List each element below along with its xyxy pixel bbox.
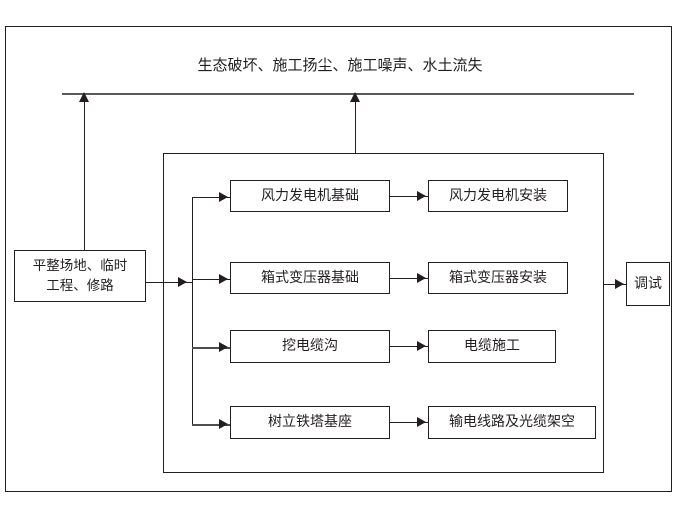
node-transformer-installation-label: 箱式变压器安装 <box>449 269 547 286</box>
arrowhead-cable-trench-to-cable-work <box>417 341 426 351</box>
arrowhead-tower-base-to-line-overhead <box>417 417 426 427</box>
node-commissioning[interactable]: 调试 <box>626 262 670 306</box>
arrowhead-transformer-foundation-to-install <box>417 273 426 283</box>
construction-activities-frame <box>163 153 604 473</box>
arrowhead-siteprep-to-impact <box>79 92 89 102</box>
node-wind-turbine-foundation-label: 风力发电机基础 <box>261 187 359 204</box>
node-tower-base-label: 树立铁塔基座 <box>268 414 352 430</box>
node-tower-base[interactable]: 树立铁塔基座 <box>230 406 390 439</box>
node-wind-turbine-installation[interactable]: 风力发电机安装 <box>428 180 568 212</box>
connector-bus-to-wt-foundation <box>192 197 230 198</box>
node-transmission-line-overhead-label: 输电线路及光缆架空 <box>449 414 575 430</box>
node-site-preparation[interactable]: 平整场地、临时 工程、修路 <box>14 250 146 302</box>
arrowhead-construction-to-impact <box>350 92 360 102</box>
arrowhead-wt-foundation-to-install <box>417 191 426 201</box>
node-cable-trench-label: 挖电缆沟 <box>282 338 338 354</box>
node-cable-work-label: 电缆施工 <box>464 338 520 354</box>
connector-wt-foundation-to-install <box>390 196 428 197</box>
connector-siteprep-to-bus <box>146 282 192 283</box>
node-wind-turbine-foundation[interactable]: 风力发电机基础 <box>230 180 390 212</box>
connector-transformer-foundation-to-install <box>390 278 428 279</box>
node-cable-trench[interactable]: 挖电缆沟 <box>230 330 390 363</box>
connector-cable-trench-to-cable-work <box>390 346 428 347</box>
arrowhead-siteprep-to-bus <box>178 277 187 287</box>
node-transmission-line-overhead[interactable]: 输电线路及光缆架空 <box>428 406 596 439</box>
node-transformer-foundation-label: 箱式变压器基础 <box>261 269 359 286</box>
connector-construction-to-impact <box>355 100 356 153</box>
connector-tower-base-to-line-overhead <box>390 422 428 423</box>
environmental-impact-label: 生态破坏、施工扬尘、施工噪声、水土流失 <box>197 56 483 74</box>
connector-bus-to-transformer-foundation <box>192 279 230 280</box>
node-site-preparation-label: 平整场地、临时 工程、修路 <box>33 256 128 296</box>
node-transformer-installation[interactable]: 箱式变压器安装 <box>428 262 568 294</box>
arrowhead-bus-to-tower-base <box>219 419 228 429</box>
outer-boundary-frame <box>5 26 672 492</box>
node-wind-turbine-installation-label: 风力发电机安装 <box>449 187 547 204</box>
node-site-preparation-line1: 平整场地、临时 <box>32 258 128 274</box>
node-cable-work[interactable]: 电缆施工 <box>428 330 556 363</box>
connector-bus-to-tower-base <box>192 424 230 426</box>
arrowhead-bus-to-cable-trench <box>219 342 228 352</box>
node-site-preparation-line2: 工程、修路 <box>46 278 114 294</box>
node-transformer-foundation[interactable]: 箱式变压器基础 <box>230 262 390 294</box>
connector-siteprep-to-impact <box>84 100 85 250</box>
connector-bus-to-cable-trench <box>192 347 230 349</box>
arrowhead-construction-to-commissioning <box>615 279 624 289</box>
arrowhead-bus-to-wt-foundation <box>219 192 228 202</box>
impact-bus-line <box>62 93 634 95</box>
distribution-bus-line <box>192 197 193 426</box>
arrowhead-bus-to-transformer-foundation <box>219 274 228 284</box>
node-commissioning-label: 调试 <box>634 275 662 292</box>
